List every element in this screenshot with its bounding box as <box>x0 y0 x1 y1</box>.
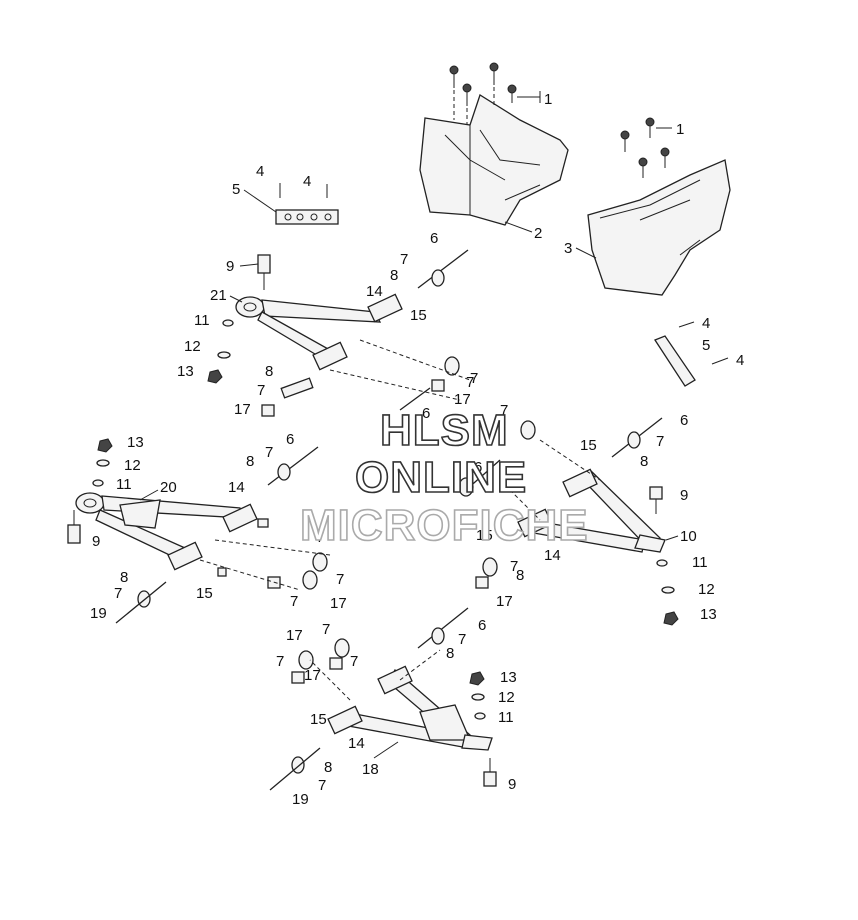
fender-panel-left <box>419 94 569 226</box>
callout-17d: 17 <box>496 593 513 610</box>
callout-7b: 7 <box>257 382 265 399</box>
callout-4a: 4 <box>256 163 264 180</box>
callout-8a: 8 <box>390 267 398 284</box>
callout-17f: 17 <box>304 667 321 684</box>
callout-12a: 12 <box>184 338 201 355</box>
callout-9d: 9 <box>508 776 516 793</box>
callout-20: 20 <box>160 479 177 496</box>
callout-7i: 7 <box>656 433 664 450</box>
callout-14d: 14 <box>348 735 365 752</box>
callout-17a: 17 <box>234 401 251 418</box>
callout-8f: 8 <box>516 567 524 584</box>
a-arm-20 <box>75 492 258 571</box>
ball-joint-9a <box>257 254 271 290</box>
callout-7p: 7 <box>318 777 326 794</box>
fender-bolts-top <box>449 62 541 125</box>
a-arm-10 <box>517 468 666 553</box>
callout-1a: 1 <box>544 91 552 108</box>
callout-9c: 9 <box>680 487 688 504</box>
callout-7l: 7 <box>458 631 466 648</box>
callout-11d: 11 <box>498 709 514 726</box>
callout-21: 21 <box>210 287 227 304</box>
watermark-line-3: MICROFICHE <box>300 501 589 550</box>
callout-1b: 1 <box>676 121 684 138</box>
callout-11a: 11 <box>194 312 210 329</box>
fender-panel-right <box>587 159 731 296</box>
callout-3: 3 <box>564 240 572 257</box>
callout-12d: 12 <box>498 689 515 706</box>
callout-14b: 14 <box>228 479 245 496</box>
callout-11c: 11 <box>692 554 708 571</box>
callout-7f: 7 <box>316 529 324 546</box>
callout-4d: 4 <box>736 352 744 369</box>
callout-2: 2 <box>534 225 542 242</box>
upper-a-arm-21 <box>235 293 403 371</box>
callout-7q: 7 <box>470 370 478 387</box>
callout-8b: 8 <box>265 363 273 380</box>
callout-7m: 7 <box>322 621 330 638</box>
bracket-plate-left <box>275 183 339 225</box>
callout-5a: 5 <box>232 181 240 198</box>
callout-7e: 7 <box>114 585 122 602</box>
callout-19a: 19 <box>90 605 107 622</box>
bolt-6a <box>417 249 469 289</box>
callout-7d: 7 <box>265 444 273 461</box>
ball-joint-9c <box>649 486 663 514</box>
callout-14a: 14 <box>366 283 383 300</box>
a-arm-18 <box>327 665 493 751</box>
callout-13c: 13 <box>700 606 717 623</box>
callout-9b: 9 <box>92 533 100 550</box>
callout-7j: 7 <box>510 558 518 575</box>
callout-8d: 8 <box>120 569 128 586</box>
callout-19b: 19 <box>292 791 309 808</box>
callout-6e: 6 <box>474 459 482 476</box>
callout-6b: 6 <box>422 405 430 422</box>
callout-17b: 17 <box>454 391 471 408</box>
callout-12c: 12 <box>698 581 715 598</box>
callout-7g: 7 <box>336 571 344 588</box>
callout-8e: 8 <box>640 453 648 470</box>
callout-13d: 13 <box>500 669 517 686</box>
callout-4b: 4 <box>303 173 311 190</box>
callout-11b: 11 <box>116 476 132 493</box>
bracket-plate-right <box>654 321 729 387</box>
callout-15e: 15 <box>310 711 327 728</box>
callout-15a: 15 <box>410 307 427 324</box>
callout-15b: 15 <box>196 585 213 602</box>
callout-13a: 13 <box>177 363 194 380</box>
watermark: HLSM ONLINE MICROFICHE <box>299 405 589 551</box>
callout-6a: 6 <box>430 230 438 247</box>
callout-10: 10 <box>680 528 697 545</box>
callout-7a: 7 <box>400 251 408 268</box>
callout-7n: 7 <box>276 653 284 670</box>
callout-8g: 8 <box>446 645 454 662</box>
watermark-line-1: HLSM <box>380 406 509 455</box>
callout-7k: 7 <box>500 402 508 419</box>
callout-13b: 13 <box>127 434 144 451</box>
fender-bolts-right <box>620 117 672 178</box>
callout-17e: 17 <box>286 627 303 644</box>
callout-17c: 17 <box>330 595 347 612</box>
callout-18: 18 <box>362 761 379 778</box>
callout-5b: 5 <box>702 337 710 354</box>
callout-15d: 15 <box>476 527 493 544</box>
callout-7c: 7 <box>466 374 474 391</box>
ball-joint-9b <box>67 510 81 544</box>
callout-8c: 8 <box>246 453 254 470</box>
callout-8h: 8 <box>324 759 332 776</box>
callout-6c: 6 <box>286 431 294 448</box>
callout-4c: 4 <box>702 315 710 332</box>
callout-14c: 14 <box>544 547 561 564</box>
callout-9a: 9 <box>226 258 234 275</box>
callout-12b: 12 <box>124 457 141 474</box>
callout-15c: 15 <box>580 437 597 454</box>
callout-7o: 7 <box>350 653 358 670</box>
callout-7h: 7 <box>290 593 298 610</box>
callout-6d: 6 <box>680 412 688 429</box>
watermark-line-2: ONLINE <box>355 453 527 502</box>
ball-joint-9d <box>483 758 497 787</box>
callout-6f: 6 <box>478 617 486 634</box>
